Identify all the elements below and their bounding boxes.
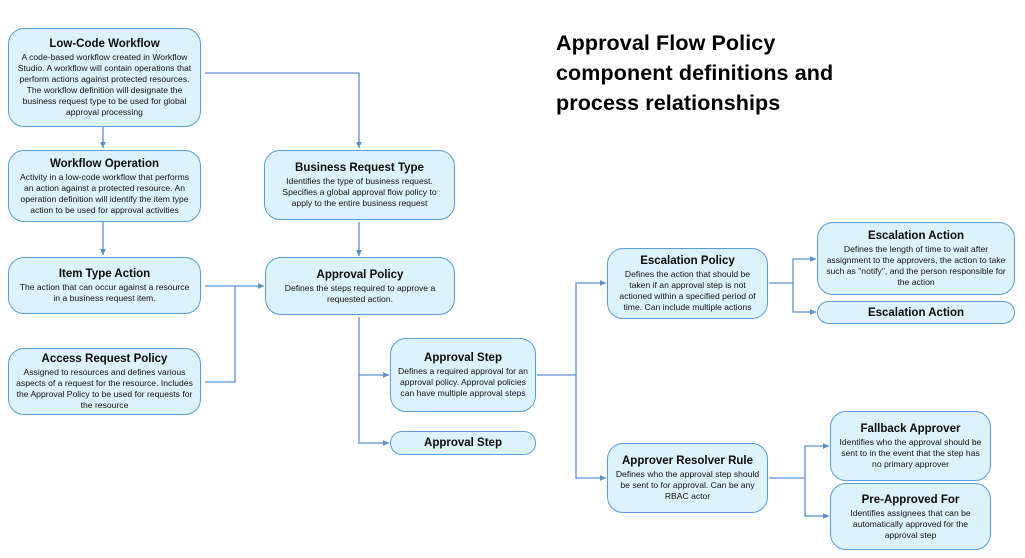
page-title-line-2: component definitions and xyxy=(556,61,834,85)
node-title: Escalation Policy xyxy=(640,255,735,267)
connector-lcw-to-brt xyxy=(205,72,362,149)
node-escalation-policy[interactable]: Escalation Policy Defines the action tha… xyxy=(607,248,768,319)
node-title: Approver Resolver Rule xyxy=(621,455,753,467)
node-business-request-type[interactable]: Business Request Type Identifies the typ… xyxy=(264,150,455,220)
node-access-request-policy[interactable]: Access Request Policy Assigned to resour… xyxy=(8,348,201,415)
connector-escpolicy-to-escaction2 xyxy=(792,283,817,315)
connector-resolver-to-fallback xyxy=(769,443,830,479)
node-title: Workflow Operation xyxy=(49,157,160,170)
page-title-line-1: Approval Flow Policy xyxy=(556,31,776,55)
node-title: Approval Step xyxy=(424,352,502,364)
node-description: Defines a required approval for an appro… xyxy=(398,366,528,398)
node-description: Identifies assignees that can be automat… xyxy=(850,507,971,540)
node-title: Pre-Approved For xyxy=(861,493,960,506)
node-title: Business Request Type xyxy=(295,162,424,174)
node-approval-step-2[interactable]: Approval Step xyxy=(390,431,536,455)
node-description: Identifies who the approval should be se… xyxy=(839,437,982,469)
node-title: Approval Policy xyxy=(316,268,404,281)
page-title: Approval Flow Policy component definitio… xyxy=(556,28,976,118)
node-approver-resolver-rule[interactable]: Approver Resolver Rule Defines who the a… xyxy=(607,443,768,513)
node-approval-policy[interactable]: Approval Policy Defines the steps requir… xyxy=(265,257,455,315)
node-title: Escalation Action xyxy=(867,230,965,242)
node-pre-approved-for[interactable]: Pre-Approved For Identifies assignees th… xyxy=(830,483,991,550)
node-description: Identifies the type of business request.… xyxy=(282,176,437,208)
node-low-code-workflow[interactable]: Low-Code Workflow A code-based workflow … xyxy=(8,28,201,127)
connector-ap-to-step1 xyxy=(358,317,390,378)
node-description: Assigned to resources and defines variou… xyxy=(16,367,193,410)
connector-ap-to-step2 xyxy=(358,375,390,446)
node-title: Escalation Action xyxy=(867,306,965,319)
connector-step1-to-escpolicy xyxy=(537,280,607,376)
node-item-type-action[interactable]: Item Type Action The action that can occ… xyxy=(8,257,201,314)
node-approval-step-1[interactable]: Approval Step Defines a required approva… xyxy=(390,338,536,412)
node-escalation-action-2[interactable]: Escalation Action xyxy=(817,301,1015,324)
connector-arp-to-ap xyxy=(205,286,236,383)
page-title-line-3: process relationships xyxy=(556,91,781,115)
connector-step1-to-resolver xyxy=(575,375,607,481)
node-description: Defines the steps required to approve a … xyxy=(284,282,436,304)
node-title: Fallback Approver xyxy=(860,423,961,435)
node-title: Item Type Action xyxy=(58,268,151,280)
node-description: The action that can occur against a reso… xyxy=(19,282,190,303)
node-fallback-approver[interactable]: Fallback Approver Identifies who the app… xyxy=(830,411,991,481)
node-description: Defines who the approval step should be … xyxy=(615,469,760,501)
node-description: Activity in a low-code workflow that per… xyxy=(19,171,190,215)
node-description: Defines the length of time to wait after… xyxy=(826,244,1006,287)
node-title: Low-Code Workflow xyxy=(49,38,160,50)
node-title: Approval Step xyxy=(424,437,502,449)
node-title: Access Request Policy xyxy=(41,353,168,365)
node-workflow-operation[interactable]: Workflow Operation Activity in a low-cod… xyxy=(8,150,201,222)
node-description: A code-based workflow created in Workflo… xyxy=(17,52,192,117)
node-description: Defines the action that should be taken … xyxy=(619,269,756,312)
connector-escpolicy-to-escaction1 xyxy=(769,256,817,284)
connector-resolver-to-preapproved xyxy=(804,478,830,519)
node-escalation-action-1[interactable]: Escalation Action Defines the length of … xyxy=(817,222,1015,295)
